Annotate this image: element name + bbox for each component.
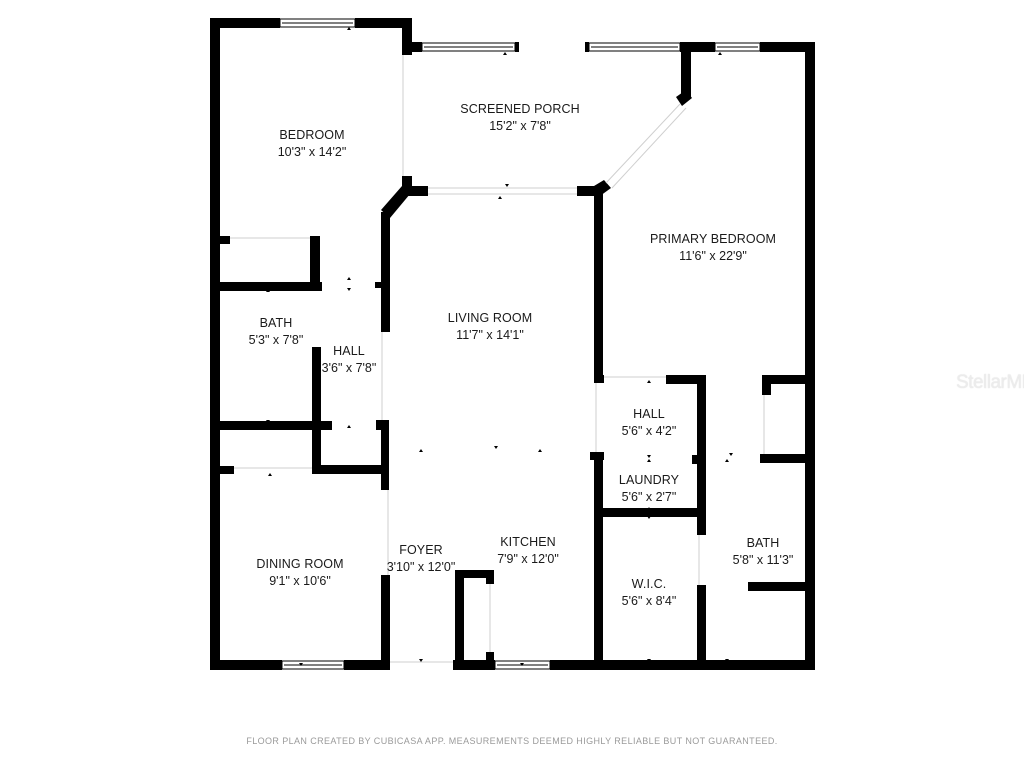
room-label-wic: W.I.C. 5'6" x 8'4": [622, 576, 677, 610]
room-label-living-room: LIVING ROOM 11'7" x 14'1": [448, 310, 532, 344]
room-label-bath-2: BATH 5'8" x 11'3": [733, 535, 794, 569]
room-name: SCREENED PORCH: [460, 102, 580, 116]
room-dimensions: 10'3" x 14'2": [277, 145, 347, 159]
room-label-dining-room: DINING ROOM 9'1" x 10'6": [256, 556, 343, 590]
watermark-logo: StellarMLS: [956, 372, 1024, 393]
room-dimensions: 7'9" x 12'0": [497, 552, 559, 566]
room-name: FOYER: [399, 543, 443, 557]
room-name: LAUNDRY: [618, 473, 680, 487]
room-label-hall-2: HALL 5'6" x 4'2": [622, 406, 677, 440]
room-dimensions: 15'2" x 7'8": [489, 119, 551, 133]
room-dimensions: 5'3" x 7'8": [248, 333, 304, 347]
room-label-screened-porch: SCREENED PORCH 15'2" x 7'8": [460, 101, 579, 135]
room-name: HALL: [633, 407, 665, 421]
room-name: DINING ROOM: [256, 557, 344, 571]
room-label-foyer: FOYER 3'10" x 12'0": [387, 542, 456, 576]
room-label-bath-1: BATH 5'3" x 7'8": [249, 315, 304, 349]
room-name: KITCHEN: [500, 535, 556, 549]
room-dimensions: 5'6" x 8'4": [621, 594, 677, 608]
dimension-markers: [266, 27, 733, 666]
room-dimensions: 3'10" x 12'0": [386, 560, 456, 574]
room-dimensions: 3'6" x 7'8": [321, 361, 377, 375]
footer-disclaimer: FLOOR PLAN CREATED BY CUBICASA APP. MEAS…: [246, 736, 778, 746]
room-label-primary-bedroom: PRIMARY BEDROOM 11'6" x 22'9": [650, 231, 776, 265]
room-dimensions: 9'1" x 10'6": [269, 574, 331, 588]
room-dimensions: 5'6" x 2'7": [621, 490, 677, 504]
room-name: BATH: [746, 536, 780, 550]
room-dimensions: 5'6" x 4'2": [621, 424, 677, 438]
room-name: W.I.C.: [631, 577, 667, 591]
room-label-kitchen: KITCHEN 7'9" x 12'0": [497, 534, 559, 568]
room-dimensions: 5'8" x 11'3": [732, 553, 794, 567]
room-name: HALL: [333, 344, 365, 358]
room-dimensions: 11'6" x 22'9": [679, 249, 747, 263]
room-label-bedroom: BEDROOM 10'3" x 14'2": [278, 127, 347, 161]
room-name: LIVING ROOM: [447, 311, 533, 325]
room-name: BATH: [259, 316, 293, 330]
room-label-hall-1: HALL 3'6" x 7'8": [322, 343, 377, 377]
room-name: BEDROOM: [279, 128, 345, 142]
room-name: PRIMARY BEDROOM: [649, 232, 777, 246]
room-dimensions: 11'7" x 14'1": [456, 328, 524, 342]
walls: [210, 18, 815, 670]
room-label-laundry: LAUNDRY 5'6" x 2'7": [619, 472, 679, 506]
openings: [230, 55, 765, 663]
